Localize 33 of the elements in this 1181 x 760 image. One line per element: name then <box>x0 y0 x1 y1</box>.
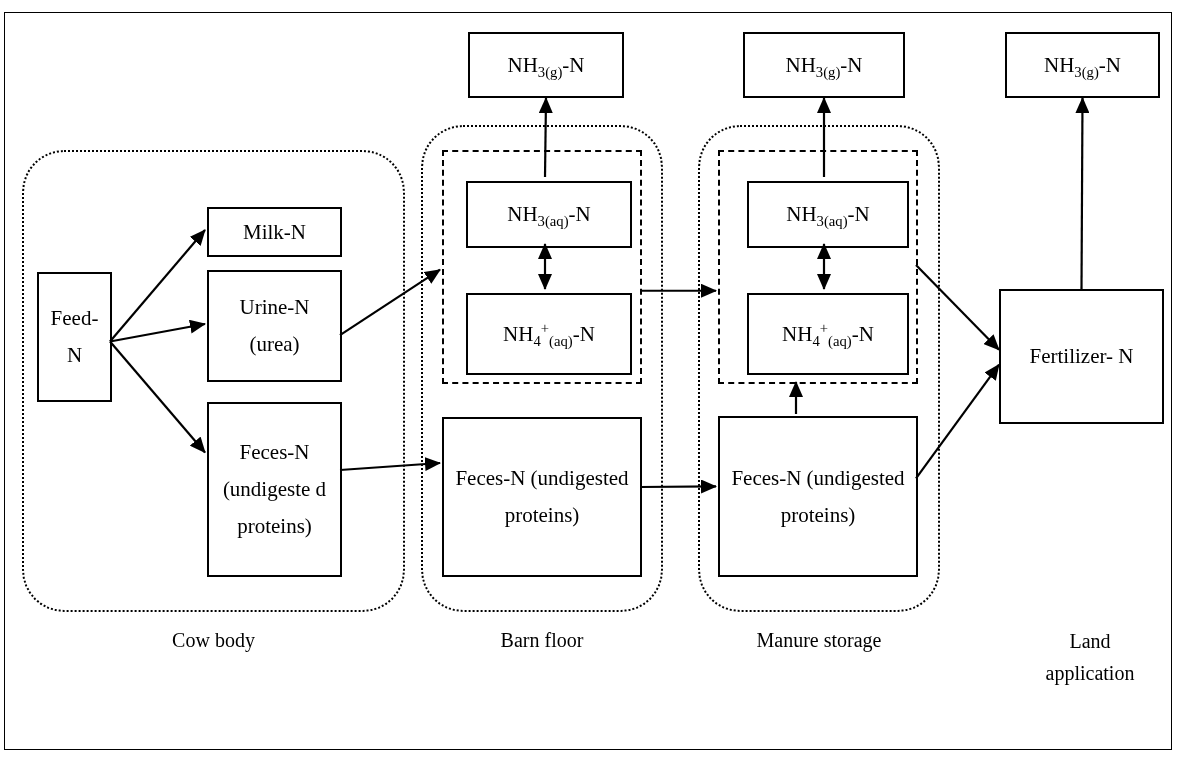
process-box: Fertilizer- N <box>999 289 1164 424</box>
process-box: NH$_{3(aq)}$-N <box>466 181 632 248</box>
process-box: NH$_{3(g)}$-N <box>468 32 624 98</box>
arrow <box>538 97 553 177</box>
arrow <box>915 363 1000 480</box>
process-box: Feces-N (undigested proteins) <box>442 417 642 577</box>
arrow <box>640 479 717 494</box>
process-box: Feed- N <box>37 272 112 402</box>
stage-label: Cow body <box>171 628 256 654</box>
arrow <box>538 243 552 290</box>
process-box: NH$_{3(g)}$-N <box>1005 32 1160 98</box>
arrow <box>817 97 831 177</box>
arrow <box>789 381 803 414</box>
process-box: Feces-N (undigeste d proteins) <box>207 402 342 577</box>
stage-label: Manure storage <box>755 628 883 654</box>
arrow <box>339 457 441 472</box>
dashed-box <box>718 150 918 384</box>
process-box: NH$_{3(g)}$-N <box>743 32 905 98</box>
process-box: Milk-N <box>207 207 342 257</box>
arrow <box>640 283 717 298</box>
stage-label: Land application <box>1044 629 1136 687</box>
arrow <box>109 319 206 343</box>
arrow <box>1075 97 1090 289</box>
process-box: Urine-N (urea) <box>207 270 342 382</box>
arrow <box>109 229 206 343</box>
arrow <box>339 268 441 337</box>
arrow <box>817 243 831 290</box>
arrow <box>109 340 206 454</box>
process-box: NH$_{3(aq)}$-N <box>747 181 909 248</box>
arrow <box>915 264 1000 351</box>
stage-label: Barn floor <box>499 628 585 653</box>
dashed-box <box>442 150 642 384</box>
process-box: Feces-N (undigested proteins) <box>718 416 918 577</box>
